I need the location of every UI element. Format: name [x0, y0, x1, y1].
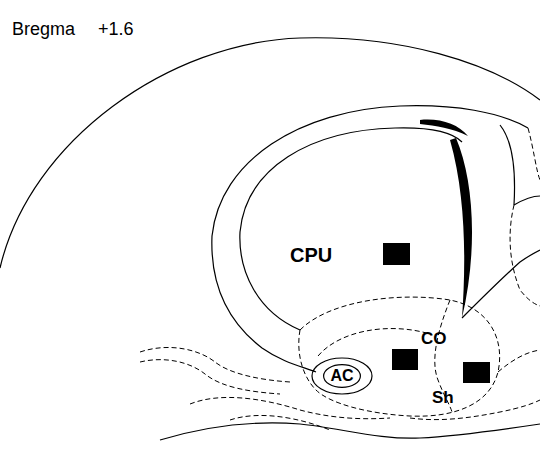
septum-dashed — [528, 128, 540, 180]
region-label: CO — [421, 330, 447, 347]
bregma-value: +1.6 — [98, 20, 134, 38]
septum-outline — [514, 196, 540, 205]
region-label: CPU — [290, 245, 332, 265]
lateral-ventricle — [450, 138, 472, 318]
ventral-dashed — [230, 415, 330, 430]
ventral-dashed — [410, 400, 540, 420]
septum-dashed — [510, 205, 540, 306]
septum-outline — [462, 250, 540, 318]
sample-square — [463, 362, 490, 383]
ventral-outline — [160, 423, 540, 440]
sample-square — [392, 349, 418, 370]
ventricle-tip — [420, 120, 468, 136]
callosum-outline — [212, 106, 528, 236]
medial-dashed — [498, 350, 540, 372]
olfactory-outline — [140, 360, 280, 394]
region-label: AC — [323, 368, 361, 384]
olfactory-outline — [140, 347, 290, 382]
septum-outline — [500, 125, 514, 205]
striatum-outline — [240, 128, 462, 232]
sample-square — [383, 243, 410, 265]
region-label: Sh — [432, 389, 454, 406]
ventral-dashed — [190, 397, 390, 418]
section-title: Bregma — [12, 20, 75, 38]
accumbens-outline — [299, 297, 500, 416]
commissure-ellipse: AC — [323, 364, 361, 388]
commissure-ring — [312, 358, 372, 394]
